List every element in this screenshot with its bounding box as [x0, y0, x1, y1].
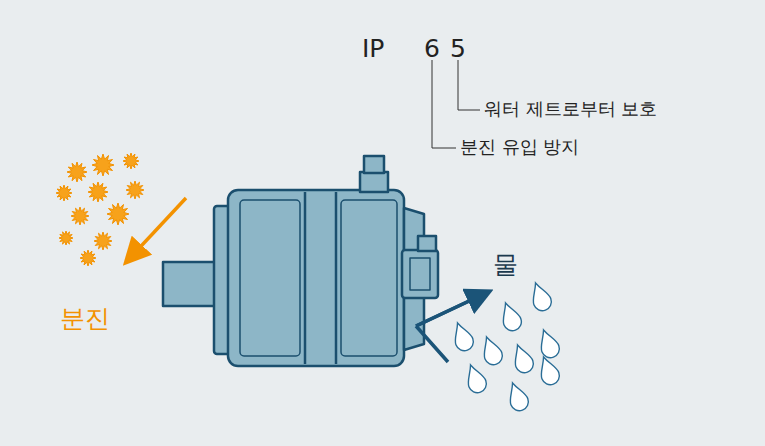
dust-particle: [94, 232, 112, 250]
water-drops: [449, 280, 562, 413]
water-arrow: [416, 294, 484, 362]
dust-particle: [59, 231, 73, 245]
dust-particle: [92, 154, 114, 176]
water-arrow-head: [416, 294, 484, 326]
dust-particle: [107, 203, 129, 225]
dust-particle: [80, 250, 96, 266]
leader-line: [432, 60, 456, 148]
digit-description: 분진 유입 방지: [460, 138, 579, 156]
ip-digit: 5: [450, 36, 466, 61]
water-drop: [449, 320, 476, 353]
dust-arrow: [130, 198, 186, 258]
dust-label: 분진: [60, 306, 110, 331]
ip-code-prefix: IP: [362, 36, 384, 61]
dust-particle: [67, 162, 87, 182]
dust-particle: [56, 185, 72, 201]
water-drop: [535, 354, 562, 387]
servo-motor: [163, 156, 438, 366]
water-drop: [527, 280, 554, 313]
water-drop: [504, 380, 531, 413]
water-drop: [535, 327, 562, 360]
dust-particle: [88, 182, 108, 202]
water-drop: [497, 300, 524, 333]
water-label: 물: [493, 252, 518, 277]
digit-description: 워터 제트로부터 보호: [484, 100, 657, 118]
water-drop: [478, 334, 505, 367]
dust-particle: [123, 153, 139, 169]
dust-particle: [71, 207, 89, 225]
dust-particle: [126, 181, 144, 199]
dust-particles: [56, 153, 144, 266]
water-drop: [509, 342, 536, 375]
water-drop: [462, 362, 489, 395]
leader-line: [458, 60, 480, 110]
ip-digit: 6: [424, 36, 440, 61]
